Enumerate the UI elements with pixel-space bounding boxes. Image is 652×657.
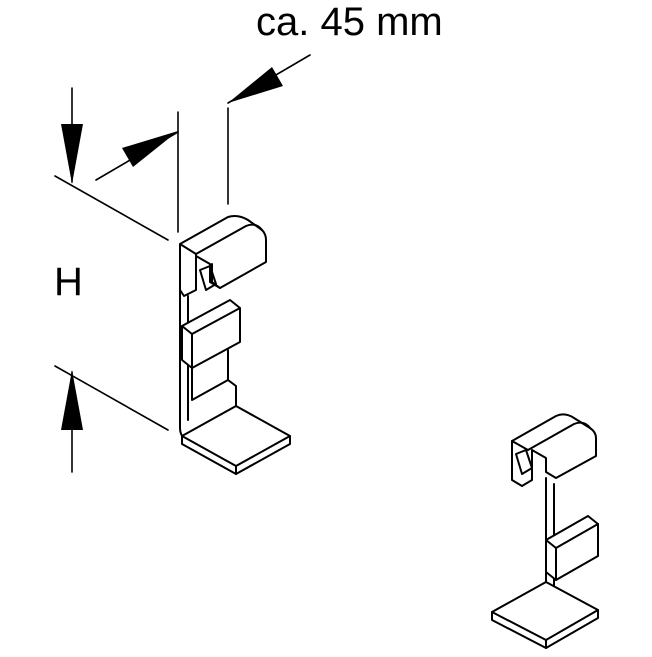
width-arrow-left (122, 131, 178, 167)
width-dimension (95, 54, 311, 233)
clip-part-small (491, 413, 599, 649)
clip2-top-hook (511, 413, 597, 487)
height-dimension-label: H (54, 260, 83, 304)
clip-top-hook (179, 215, 267, 297)
clip2-middle-band-edges (545, 523, 599, 581)
height-extension-line-bottom (54, 365, 169, 431)
width-arrow-right (228, 67, 283, 103)
clip-middle-band (181, 299, 241, 369)
clip2-hook-slot (515, 449, 533, 475)
height-arrow-top (61, 124, 83, 184)
clip-lower-section (191, 349, 229, 401)
clip2-foot-edges (491, 609, 599, 649)
clip-top-edge (179, 223, 263, 255)
clip-part-large (179, 215, 291, 475)
clip-foot-plate (181, 405, 291, 475)
clip-foot-edges (181, 435, 291, 475)
height-dimension (54, 87, 169, 473)
height-extension-line-top (54, 175, 169, 241)
clip-middle-band-edges (181, 307, 241, 369)
clip-hook-slot (199, 265, 217, 291)
height-arrow-bottom (61, 370, 83, 430)
width-dimension-label: ca. 45 mm (256, 0, 443, 44)
clip2-top-edge (511, 421, 591, 451)
clip2-foot-plate (491, 581, 599, 649)
